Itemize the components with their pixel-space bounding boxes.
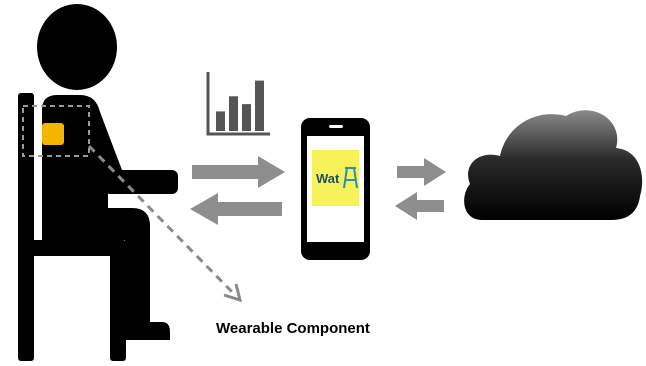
cloud-icon: [464, 110, 643, 220]
leader-arrow: [87, 144, 243, 303]
arrow-to-cloud: [397, 158, 446, 186]
app-logo-glyph-icon: [343, 167, 358, 189]
chart-icon-bar: [216, 111, 225, 131]
sensor-highlight-box: [22, 105, 90, 157]
chart-icon-bar: [229, 96, 238, 131]
wearable-sensor-icon: [42, 123, 64, 145]
chart-icon-bar: [242, 104, 251, 131]
app-logo: [312, 150, 359, 206]
chart-icon-bar: [255, 80, 264, 131]
person-seated-icon: [18, 4, 178, 361]
bar-chart-icon: [206, 72, 270, 136]
arrow-to-phone: [192, 156, 285, 188]
app-name: Wat: [316, 171, 340, 186]
wearable-component-label: Wearable Component: [216, 320, 370, 337]
smartphone-icon: Wat: [301, 118, 370, 260]
arrow-from-cloud: [395, 192, 444, 220]
arrow-to-person: [190, 193, 282, 225]
